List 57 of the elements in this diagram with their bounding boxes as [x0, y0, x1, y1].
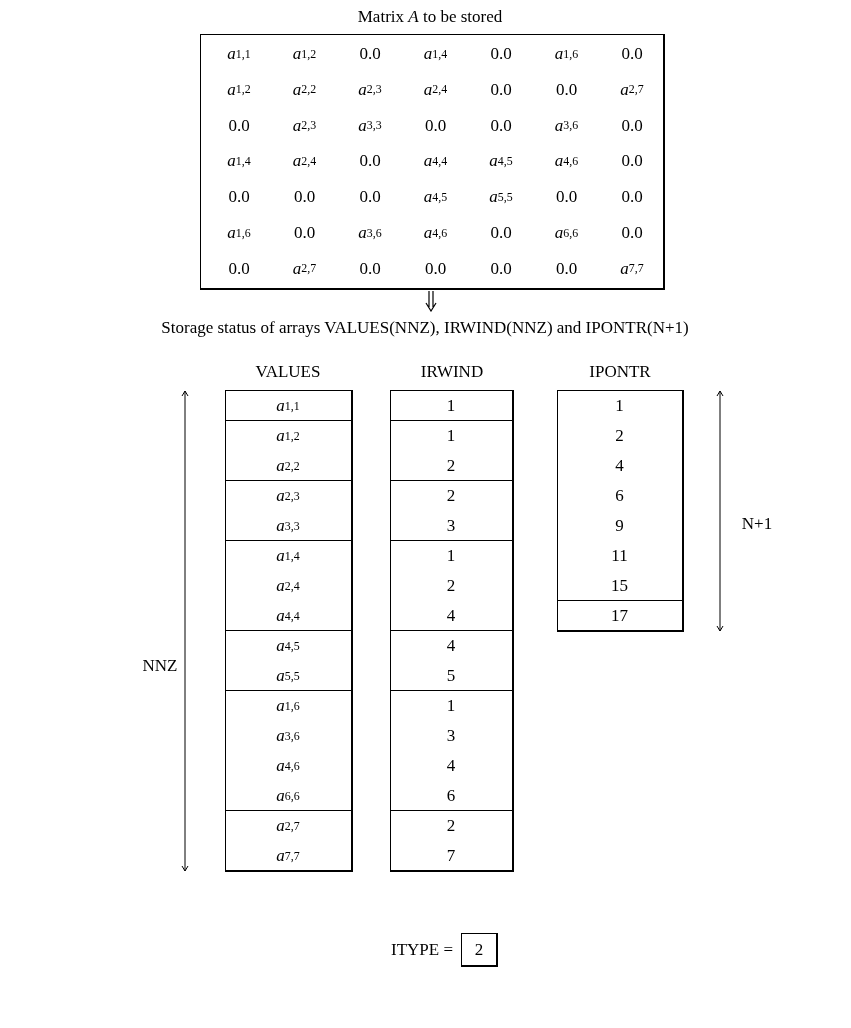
array-entry: 1 [445, 425, 457, 447]
matrix-entry: 0.0 [489, 78, 513, 101]
matrix-entry: 0.0 [358, 150, 382, 173]
array-entry: 2 [445, 455, 457, 477]
array-entry: 11 [610, 545, 629, 567]
matrix-entry: 0.0 [423, 114, 448, 137]
matrix-entry: 0.0 [489, 114, 513, 137]
array-entry: 4 [445, 605, 457, 627]
array-entry: 2 [445, 575, 457, 597]
array-entry: 2 [614, 425, 625, 447]
matrix-entry: 0.0 [554, 78, 579, 101]
matrix-entry: 0.0 [227, 257, 251, 280]
matrix-entry: 0.0 [620, 114, 644, 137]
array-entry: 5 [445, 665, 457, 687]
array-entry: 9 [614, 515, 625, 537]
array-entry: 6 [445, 785, 457, 807]
array-entry: 15 [610, 575, 629, 597]
array-entry: 1 [445, 695, 457, 717]
matrix-entry: 0.0 [423, 257, 448, 280]
matrix-entry: 0.0 [489, 222, 513, 244]
parameter-value: 2 [461, 933, 498, 967]
matrix-entry: 0.0 [358, 43, 382, 65]
matrix-entry: 0.0 [292, 186, 317, 209]
array-entry: 1 [445, 395, 457, 417]
matrix-entry: 0.0 [620, 222, 644, 244]
array-entry: 2 [445, 815, 457, 837]
array-entry: 4 [614, 455, 625, 477]
dimension-label: N+1 [741, 514, 773, 534]
matrix-entry: 0.0 [554, 186, 579, 209]
matrix-entry: 0.0 [554, 257, 579, 280]
array-entry: 4 [445, 635, 457, 657]
array-entry: 1 [614, 395, 625, 417]
array-entry: 7 [445, 845, 457, 867]
array-entry: 3 [445, 725, 457, 747]
column-header: IRWIND [420, 362, 484, 382]
array-entry: 4 [445, 755, 457, 777]
matrix-entry: 0.0 [489, 43, 513, 65]
matrix-entry: 0.0 [358, 257, 382, 280]
array-entry: 6 [614, 485, 625, 507]
matrix-entry: 0.0 [620, 186, 644, 209]
array-entry: 17 [610, 605, 629, 627]
title: Matrix A to be stored [357, 7, 503, 27]
column-header: VALUES [255, 362, 321, 382]
matrix-entry: 0.0 [227, 114, 251, 137]
array-entry: 1 [445, 545, 457, 567]
parameter-label: ITYPE = [391, 940, 453, 960]
matrix-entry: 0.0 [489, 257, 513, 280]
caption-text: Storage status of arrays VALUES(NNZ), IRWIND(NNZ) and IPONTR(N+1) [161, 318, 689, 338]
matrix-entry: 0.0 [292, 222, 317, 244]
dimension-label: NNZ [142, 656, 178, 676]
column-header: IPONTR [589, 362, 651, 382]
array-entry: 2 [445, 485, 457, 507]
matrix-entry: 0.0 [620, 150, 644, 173]
matrix-entry: 0.0 [227, 186, 251, 209]
array-entry: 3 [445, 515, 457, 537]
matrix-entry: 0.0 [620, 43, 644, 65]
matrix-entry: 0.0 [358, 186, 382, 209]
